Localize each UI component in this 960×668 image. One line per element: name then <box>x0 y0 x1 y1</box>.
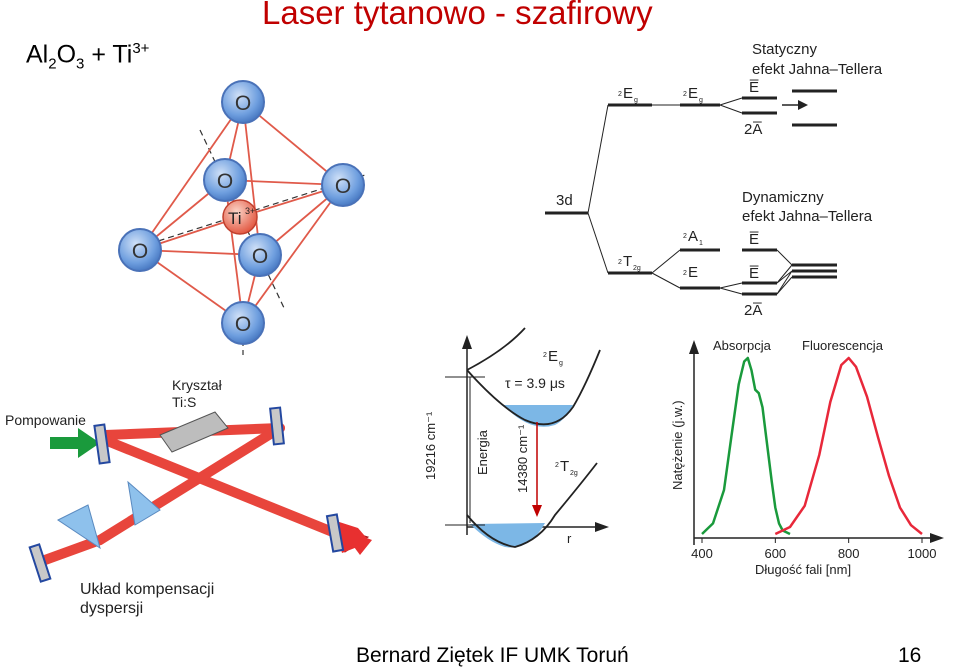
svg-text:A: A <box>688 228 698 245</box>
series-absorption-line <box>701 356 791 536</box>
oxygen-atom: O <box>221 80 265 124</box>
dynamic-title: Dynamiczny <box>742 189 824 206</box>
crystal-label: Kryształ <box>172 377 223 393</box>
svg-text:O: O <box>235 313 251 336</box>
svg-text:2: 2 <box>618 91 622 98</box>
svg-text:2: 2 <box>618 259 622 266</box>
spectrum-chart: 400 600 800 1000 Absorpcja Fluorescencja Dł… <box>670 338 944 577</box>
svg-text:3d: 3d <box>556 192 573 209</box>
svg-text:dyspersji: dyspersji <box>80 600 143 617</box>
svg-text:Ti:S: Ti:S <box>172 394 196 410</box>
mirror <box>325 513 345 553</box>
x-tick-label: 400 <box>691 546 713 561</box>
y-axis-label: Natężenie (j.w.) <box>670 400 685 490</box>
x-ticks: 400 600 800 1000 <box>691 538 936 561</box>
pump-arrow <box>50 428 100 458</box>
svg-text:E̅: E̅ <box>749 231 759 248</box>
svg-text:g: g <box>699 97 703 104</box>
configuration-coordinate-diagram: 2 E g τ = 3.9 μs 2 T 2g r 19216 cm⁻¹ Ene… <box>423 327 609 548</box>
svg-text:O: O <box>235 92 251 115</box>
titanium-ion: Ti 3+ <box>222 199 258 235</box>
pump-label: Pompowanie <box>5 412 86 428</box>
x-tick-label: 600 <box>764 546 786 561</box>
svg-text:O: O <box>217 170 233 193</box>
svg-text:E: E <box>688 85 698 102</box>
svg-text:2A̅: 2A̅ <box>744 302 762 319</box>
svg-text:efekt Jahna–Tellera: efekt Jahna–Tellera <box>742 208 873 225</box>
svg-text:E̅: E̅ <box>749 79 759 96</box>
svg-text:g: g <box>559 360 563 367</box>
svg-text:3+: 3+ <box>245 206 255 216</box>
svg-text:2: 2 <box>683 233 687 240</box>
svg-text:E: E <box>688 264 698 281</box>
laser-setup-diagram: Pompowanie Kryształ Ti:S Układ kompensac… <box>5 377 372 617</box>
svg-text:Energia: Energia <box>475 429 490 475</box>
svg-text:1: 1 <box>699 240 703 247</box>
svg-text:2g: 2g <box>570 470 578 477</box>
svg-text:g: g <box>634 97 638 104</box>
legend-fluorescencja: Fluorescencja <box>802 338 884 353</box>
x-tick-label: 1000 <box>908 546 937 561</box>
svg-text:2: 2 <box>555 462 559 469</box>
oxygen-atom: O <box>203 158 247 202</box>
svg-text:T: T <box>623 253 632 270</box>
svg-text:T: T <box>560 458 569 475</box>
oxygen-atom: O <box>221 301 265 345</box>
svg-text:r: r <box>567 531 572 546</box>
series-fluorescence-line <box>774 356 923 536</box>
dispersion-label: Układ kompensacji <box>80 581 214 598</box>
svg-text:2A̅: 2A̅ <box>744 121 762 138</box>
x-axis-label: Długość fali [nm] <box>755 562 851 577</box>
svg-text:O: O <box>252 245 268 268</box>
footer-author: Bernard Ziętek IF UMK Toruń <box>356 644 629 667</box>
svg-text:Ti: Ti <box>228 209 242 228</box>
svg-text:E: E <box>548 348 558 365</box>
x-tick-label: 800 <box>838 546 860 561</box>
svg-text:O: O <box>132 240 148 263</box>
page-number: 16 <box>898 644 922 667</box>
svg-text:efekt Jahna–Tellera: efekt Jahna–Tellera <box>752 61 883 78</box>
svg-text:2: 2 <box>543 352 547 359</box>
svg-text:τ = 3.9 μs: τ = 3.9 μs <box>505 375 565 391</box>
mirror <box>269 406 285 446</box>
svg-text:2g: 2g <box>633 265 641 272</box>
mirror <box>28 543 52 583</box>
svg-text:E: E <box>623 85 633 102</box>
legend-absorpcja: Absorpcja <box>713 338 772 353</box>
mirror <box>93 423 111 465</box>
svg-text:E̅: E̅ <box>749 265 759 282</box>
oxygen-atom: O <box>321 163 365 207</box>
level-splitting-diagram: Statyczny efekt Jahna–Tellera Dynamiczny… <box>545 41 883 319</box>
svg-text:2: 2 <box>683 91 687 98</box>
svg-text:O: O <box>335 175 351 198</box>
oxygen-atom: O <box>238 233 282 277</box>
oxygen-atom: O <box>118 228 162 272</box>
series-group <box>701 356 923 536</box>
svg-text:14380 cm⁻¹: 14380 cm⁻¹ <box>515 424 530 493</box>
svg-text:19216 cm⁻¹: 19216 cm⁻¹ <box>423 411 438 480</box>
slide-title: Laser tytanowo - szafirowy <box>262 0 653 31</box>
octahedron-diagram: O O O O Ti 3+ O O <box>118 80 366 355</box>
svg-text:2: 2 <box>683 270 687 277</box>
crystal-formula: Al2O3 + Ti3+ <box>26 40 150 73</box>
static-title: Statyczny <box>752 41 818 58</box>
